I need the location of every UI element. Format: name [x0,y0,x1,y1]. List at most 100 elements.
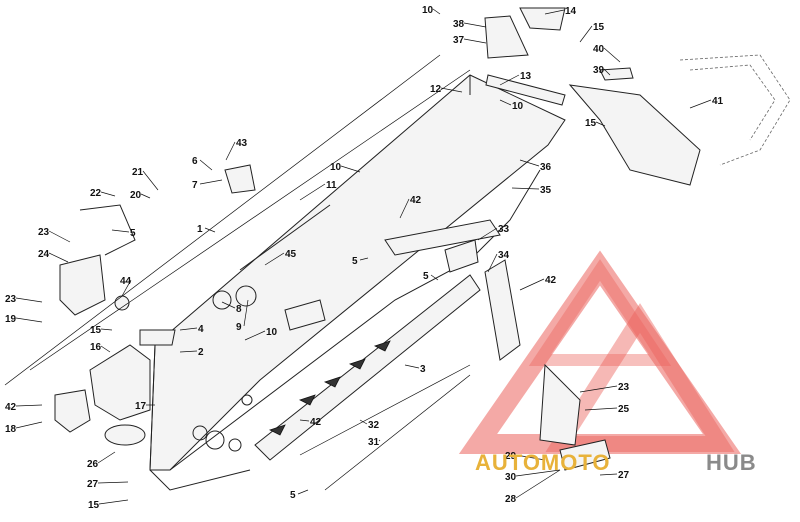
part-label-5: 5 [352,256,358,267]
part-label-15: 15 [88,500,100,511]
running-board [254,219,501,461]
leader-line-40 [603,47,621,63]
part-label-33: 33 [498,224,510,235]
leader-line-13 [499,74,520,86]
leader-line-33 [477,227,498,241]
part-label-24: 24 [38,249,50,260]
leader-line-10 [244,330,266,341]
leader-line-19 [15,317,43,323]
leader-line-15 [595,121,606,127]
part-label-38: 38 [453,19,465,30]
leader-line-34 [487,253,498,273]
part-label-30: 30 [505,472,517,483]
watermark-logo [458,250,742,454]
part-label-15: 15 [90,325,102,336]
part-label-3: 3 [420,364,426,375]
part-label-8: 8 [236,304,242,315]
leader-line-42 [15,404,43,407]
leader-line-42 [299,419,310,422]
leader-line-5 [359,257,369,261]
part-label-11: 11 [326,180,337,191]
part-label-2: 2 [198,347,204,358]
part-label-16: 16 [90,342,102,353]
leader-line-3 [404,364,420,369]
part-label-21: 21 [132,167,144,178]
part-label-36: 36 [540,162,552,173]
leader-line-1 [204,227,216,233]
leader-line-15 [98,499,129,505]
leader-line-5 [430,274,439,281]
part-label-31: 31 [368,437,380,448]
leader-line-24 [48,252,69,263]
part-label-10: 10 [512,101,524,112]
leader-line-4 [179,327,198,331]
front-bracket [54,204,176,446]
rear-flap-assembly [568,54,791,186]
leader-line-31 [378,439,381,442]
leader-line-26 [97,451,116,464]
leader-line-23 [48,230,71,243]
leader-line-12 [440,87,463,93]
part-label-5: 5 [290,490,296,501]
leader-line-5 [111,229,130,233]
part-label-7: 7 [192,180,198,191]
leader-line-30 [515,469,561,477]
small-brackets [224,164,611,471]
part-label-20: 20 [130,190,142,201]
tunnel-chassis [149,74,566,491]
part-label-14: 14 [565,6,577,17]
leader-line-21 [142,170,159,191]
leader-line-32 [359,419,368,425]
part-label-6: 6 [192,156,198,167]
leader-line-8 [221,301,236,309]
part-label-23: 23 [38,227,50,238]
part-label-27: 27 [87,479,99,490]
part-label-9: 9 [236,322,242,333]
leader-line-10 [499,99,512,106]
leader-line-27 [97,481,129,484]
part-label-45: 45 [285,249,297,260]
leader-line-10 [432,8,441,15]
part-label-42: 42 [410,195,422,206]
part-label-42: 42 [5,402,17,413]
watermark-hub: HUB [706,450,757,475]
part-label-1: 1 [197,224,203,235]
leader-line-37 [463,38,487,44]
leader-line-23 [579,385,618,393]
leader-line-15 [100,328,113,331]
part-label-17: 17 [135,401,147,412]
leader-line-20 [140,193,151,199]
leader-line-29 [515,454,546,461]
part-label-39: 39 [593,65,605,76]
part-label-22: 22 [90,188,102,199]
leader-line-5 [297,489,309,495]
part-label-10: 10 [266,327,278,338]
leader-line-14 [544,9,565,15]
leader-line-42 [399,198,410,219]
leader-line-42 [519,278,545,291]
part-label-23: 23 [5,294,17,305]
leader-line-11 [299,183,326,201]
leader-lines [15,8,712,505]
part-label-37: 37 [453,35,465,46]
part-label-43: 43 [236,138,248,149]
part-label-29: 29 [505,451,517,462]
part-label-32: 32 [368,420,380,431]
part-label-42: 42 [310,417,322,428]
leader-line-41 [689,99,712,109]
rear-bumper [484,7,566,106]
leader-line-25 [584,407,618,411]
part-label-4: 4 [198,324,204,335]
leader-line-44 [121,279,132,297]
part-label-12: 12 [430,84,442,95]
leader-line-2 [179,350,198,353]
part-label-19: 19 [5,314,17,325]
part-label-18: 18 [5,424,17,435]
part-label-13: 13 [520,71,532,82]
leader-line-38 [463,22,487,28]
leader-line-16 [100,345,111,353]
part-label-42: 42 [545,275,557,286]
part-label-27: 27 [618,470,630,481]
